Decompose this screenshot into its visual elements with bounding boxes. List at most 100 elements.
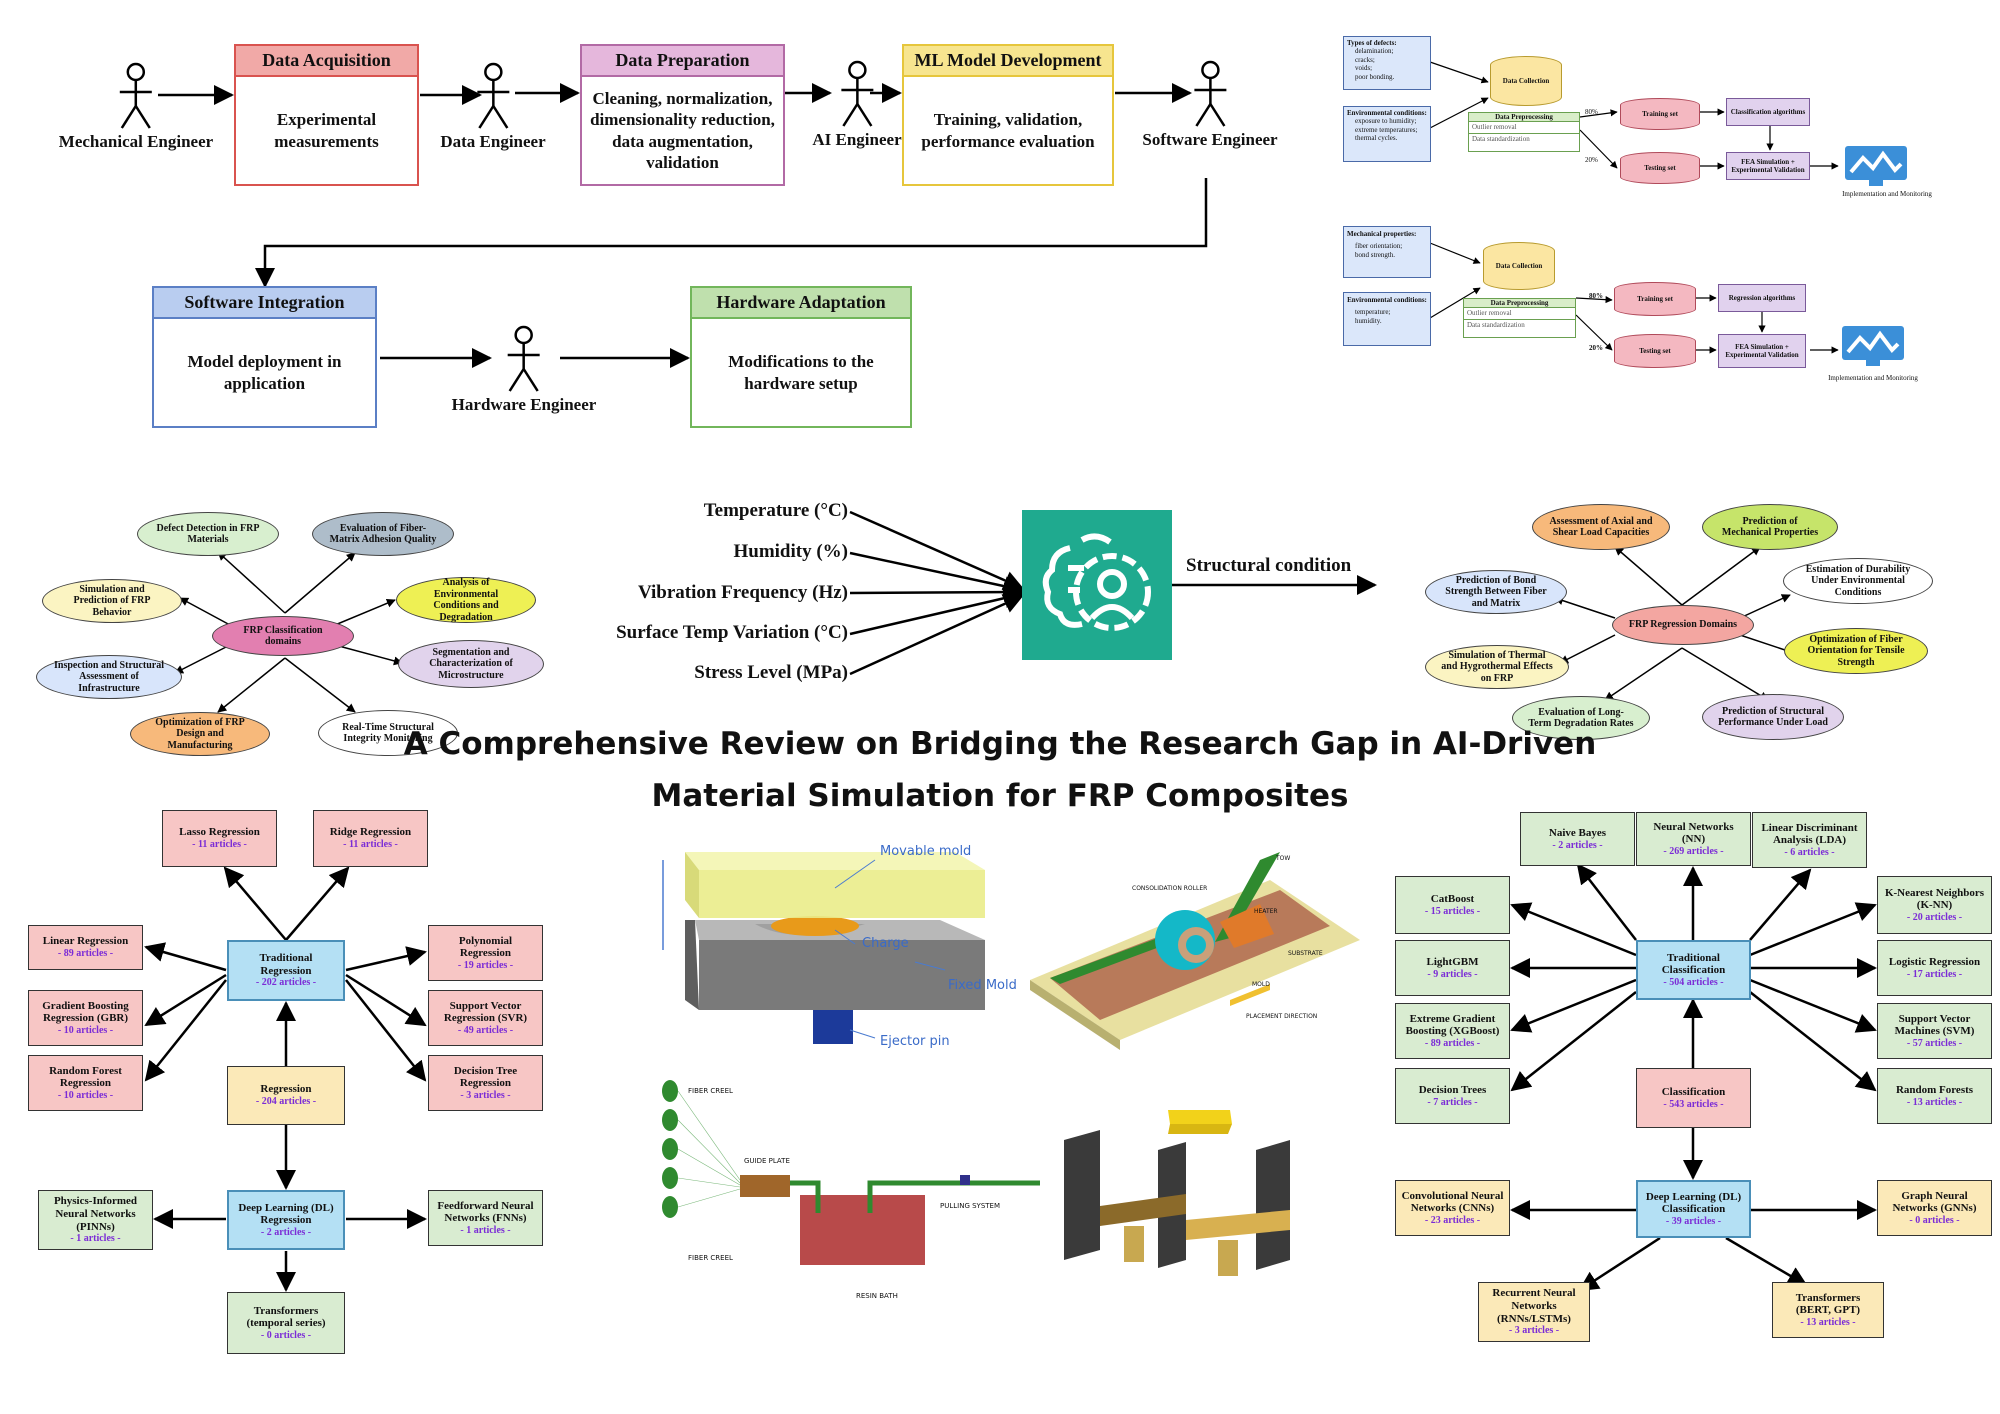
input-temperature: Temperature (°C)	[703, 500, 848, 521]
node-name: Linear Regression	[42, 935, 129, 948]
node-count: - 269 articles -	[1663, 845, 1724, 857]
heater-label: HEATER	[1254, 908, 1278, 915]
node-name: Random Forests	[1895, 1083, 1974, 1096]
input-stress-level: Stress Level (MPa)	[694, 662, 848, 683]
node-count: - 57 articles -	[1906, 1037, 1963, 1049]
svr-regression-node: Support Vector Regression (SVR)- 49 arti…	[428, 990, 543, 1046]
class-domain-node: Real-Time Structural Integrity Monitorin…	[318, 710, 458, 756]
decision-tree-regression-node: Decision Tree Regression- 3 articles -	[428, 1055, 543, 1111]
person-icon	[476, 62, 509, 129]
regression-root-node: Regression- 204 articles -	[227, 1066, 345, 1125]
compression-mold-illustration	[662, 852, 985, 1044]
train-percent-2: 80%	[1589, 292, 1603, 300]
class-domain-node: Optimization of FRP Design and Manufactu…	[130, 712, 270, 756]
node-name: Gradient Boosting Regression (GBR)	[42, 999, 129, 1025]
node-name: Random Forest Regression	[49, 1064, 122, 1090]
node-name: Decision Trees	[1418, 1083, 1487, 1096]
node-name: Decision Tree Regression	[453, 1064, 518, 1090]
node-count: - 3 articles -	[1508, 1325, 1560, 1337]
cnn-node: Convolutional Neural Networks (CNNs)- 23…	[1395, 1180, 1510, 1236]
node-name: Graph Neural Networks (GNNs)	[1892, 1189, 1977, 1215]
classification-domains-center: FRP Classification domains	[212, 616, 354, 656]
train-percent: 80%	[1585, 108, 1598, 116]
mech-item: bond strength.	[1355, 250, 1396, 259]
movable-mold-label: Movable mold	[880, 844, 972, 859]
neural-networks-node: Neural Networks (NN)- 269 articles -	[1636, 812, 1751, 866]
resin-bath-label: RESIN BATH	[856, 1292, 898, 1300]
lda-node: Linear Discriminant Analysis (LDA)- 6 ar…	[1752, 812, 1867, 868]
mold-label: MOLD	[1252, 981, 1270, 988]
placement-direction-label: PLACEMENT DIRECTION	[1246, 1013, 1318, 1020]
fixed-mold-label: Fixed Mold	[948, 978, 1017, 993]
reg-domain-node: Estimation of Durability Under Environme…	[1783, 558, 1933, 604]
class-domain-node: Simulation and Prediction of FRP Behavio…	[42, 579, 182, 623]
environment-input-box-2: Environmental conditions: temperature; h…	[1343, 292, 1431, 346]
node-count: - 9 articles -	[1427, 968, 1478, 980]
node-count: - 0 articles -	[1909, 1214, 1960, 1226]
node-name: Logistic Regression	[1888, 955, 1981, 968]
pultrusion-illustration	[662, 1080, 1040, 1265]
person-icon	[120, 62, 152, 129]
prep-item: Data standardization	[1472, 134, 1530, 143]
box-body: Cleaning, normalization, dimensionality …	[590, 89, 775, 172]
naive-bayes-node: Naive Bayes- 2 articles -	[1520, 812, 1635, 866]
pulling-system-label: PULLING SYSTEM	[940, 1202, 1000, 1210]
knn-node: K-Nearest Neighbors (K-NN)- 20 articles …	[1877, 876, 1992, 934]
xgboost-node: Extreme Gradient Boosting (XGBoost)- 89 …	[1395, 1003, 1510, 1059]
data-collection-cylinder-2: Data Collection	[1483, 242, 1555, 290]
brain-gear-icon	[1042, 533, 1151, 631]
traditional-classification-node: Traditional Classification- 504 articles…	[1636, 940, 1751, 1000]
node-name: Physics-Informed Neural Networks (PINNs)	[53, 1195, 138, 1233]
node-name: Linear Discriminant Analysis (LDA)	[1761, 821, 1858, 847]
node-name: Recurrent Neural Networks (RNNs/LSTMs)	[1492, 1287, 1576, 1325]
node-count: - 2 articles -	[260, 1226, 312, 1238]
reg-domain-node: Evaluation of Long-Term Degradation Rate…	[1512, 696, 1650, 740]
env-title: Environmental conditions:	[1347, 109, 1427, 117]
node-count: - 204 articles -	[255, 1096, 317, 1108]
box-title: Hardware Adaptation	[692, 288, 910, 319]
software-integration-box: Software Integration Model deployment in…	[152, 286, 377, 428]
node-count: - 10 articles -	[57, 1024, 114, 1036]
node-name: Transformers (BERT, GPT)	[1795, 1291, 1861, 1317]
box-title: Data Preparation	[582, 46, 783, 77]
data-collection-cylinder: Data Collection	[1490, 56, 1562, 106]
node-name: Support Vector Machines (SVM)	[1894, 1012, 1975, 1038]
transformers-regression-node: Transformers (temporal series)- 0 articl…	[227, 1292, 345, 1354]
node-name: Feedforward Neural Networks (FNNs)	[437, 1199, 534, 1225]
output-structural-condition: Structural condition	[1186, 555, 1352, 576]
defects-input-box: Types of defects: delamination; cracks; …	[1343, 36, 1431, 90]
box-title: Software Integration	[154, 288, 375, 319]
box-body: Modifications to the hardware setup	[728, 352, 874, 393]
env-item: humidity.	[1355, 316, 1382, 325]
mech-item: fiber orientation;	[1355, 242, 1403, 251]
data-acquisition-box: Data Acquisition Experimental measuremen…	[234, 44, 419, 186]
logistic-regression-node: Logistic Regression- 17 articles -	[1877, 940, 1992, 996]
node-name: Extreme Gradient Boosting (XGBoost)	[1405, 1012, 1500, 1038]
fea-validation-box-2: FEA Simulation + Experimental Validation	[1718, 334, 1806, 368]
box-title: Data Acquisition	[236, 46, 417, 77]
node-name: Regression	[260, 1083, 312, 1096]
node-name: Traditional Classification	[1661, 951, 1726, 977]
classification-algorithms-box: Classification algorithms	[1726, 98, 1810, 126]
class-domain-node: Segmentation and Characterization of Mic…	[398, 640, 544, 688]
node-count: - 17 articles -	[1906, 968, 1963, 980]
node-name: Traditional Regression	[259, 952, 313, 977]
pinn-node: Physics-Informed Neural Networks (PINNs)…	[38, 1190, 153, 1250]
node-count: - 11 articles -	[343, 839, 398, 851]
node-name: LightGBM	[1426, 955, 1479, 968]
data-preparation-box: Data Preparation Cleaning, normalization…	[580, 44, 785, 186]
mechanical-engineer-role: Mechanical Engineer	[59, 62, 213, 152]
testing-set-cylinder-2: Testing set	[1614, 334, 1696, 368]
regression-algorithms-box: Regression algorithms	[1718, 284, 1806, 312]
node-name: Polynomial Regression	[458, 934, 513, 960]
charge-label: Charge	[862, 936, 909, 951]
training-set-cylinder: Training set	[1620, 98, 1700, 130]
box-body: Experimental measurements	[274, 110, 379, 151]
node-count: - 7 articles -	[1427, 1096, 1478, 1108]
mech-title: Mechanical properties:	[1347, 230, 1417, 238]
catboost-node: CatBoost- 15 articles -	[1395, 876, 1510, 934]
class-domain-node: Analysis of Environmental Conditions and…	[396, 577, 536, 623]
fiber-placement-illustration	[1030, 852, 1360, 1050]
prep-item: Data standardization	[1467, 320, 1525, 329]
ejector-pin-label: Ejector pin	[880, 1034, 950, 1049]
